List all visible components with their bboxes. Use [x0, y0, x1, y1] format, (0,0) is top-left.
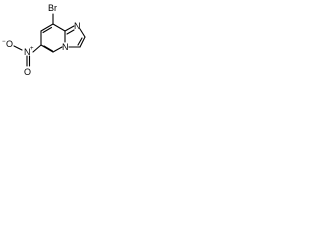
- bond-c8a-n1: [64, 25, 75, 32]
- five-membered-ring: [64, 25, 86, 48]
- atom-label-ring-nitrogen-bridgehead: N: [62, 42, 69, 52]
- atom-label-nitro-nitrogen: N: [24, 47, 31, 57]
- bond-c6-c5: [40, 44, 54, 53]
- bond-c8-c7-double: [42, 26, 53, 34]
- atom-label-nitro-oxygen-double: O: [24, 67, 31, 77]
- bond-nitro-n-o-single: [13, 45, 23, 51]
- atom-label-bromine: Br: [48, 3, 57, 13]
- bond-c2-c3-double: [77, 37, 83, 46]
- bond-c8a-n1-double: [66, 29, 75, 35]
- atom-label-ring-nitrogen-imidazole: N: [74, 21, 81, 31]
- bond-c5-n4: [52, 46, 63, 53]
- bond-n1-c2: [79, 28, 86, 38]
- six-membered-ring: [40, 23, 66, 53]
- bond-c6-c5-double: [43, 45, 54, 52]
- bond-c2-c3: [79, 36, 86, 48]
- bond-c8a-c8: [52, 23, 66, 32]
- bond-c8-c7: [40, 23, 54, 32]
- charge-label-nitro-oxygen: −: [2, 39, 6, 45]
- charge-label-nitro-nitrogen: +: [30, 46, 34, 52]
- atom-label-nitro-oxygen-single: O: [6, 39, 13, 49]
- bond-c6-nitro-n: [32, 44, 42, 53]
- chemical-structure: Br N N N + O O −: [2, 3, 86, 77]
